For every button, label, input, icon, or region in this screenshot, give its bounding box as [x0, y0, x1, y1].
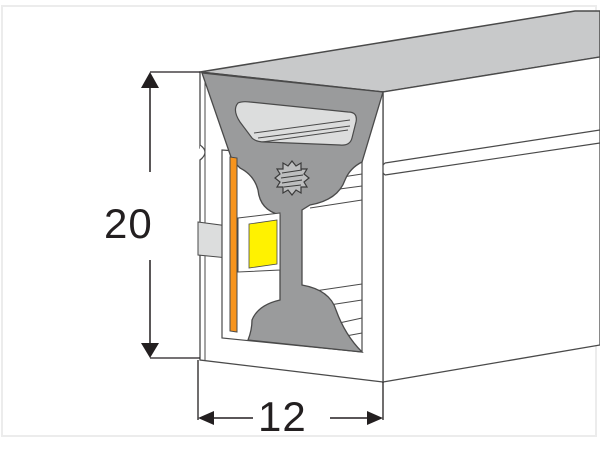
- arrow-left-icon: [198, 411, 214, 425]
- diffuser-window: [234, 101, 357, 146]
- height-dimension-label: 20: [104, 200, 153, 247]
- pcb-strip: [229, 156, 238, 333]
- side-face: [382, 56, 600, 383]
- led-chip: [248, 219, 278, 269]
- width-dimension: [197, 360, 384, 425]
- diffuser-window-lines: [253, 119, 351, 143]
- height-dimension: [141, 71, 200, 359]
- arrow-right-icon: [367, 411, 383, 425]
- side-groove: [384, 129, 600, 176]
- cavity-ridges: [307, 173, 363, 339]
- arrow-up-icon: [141, 72, 159, 88]
- gear-key-icon: [274, 160, 310, 196]
- arrow-down-icon: [141, 343, 159, 358]
- width-dimension-label: 12: [258, 393, 307, 440]
